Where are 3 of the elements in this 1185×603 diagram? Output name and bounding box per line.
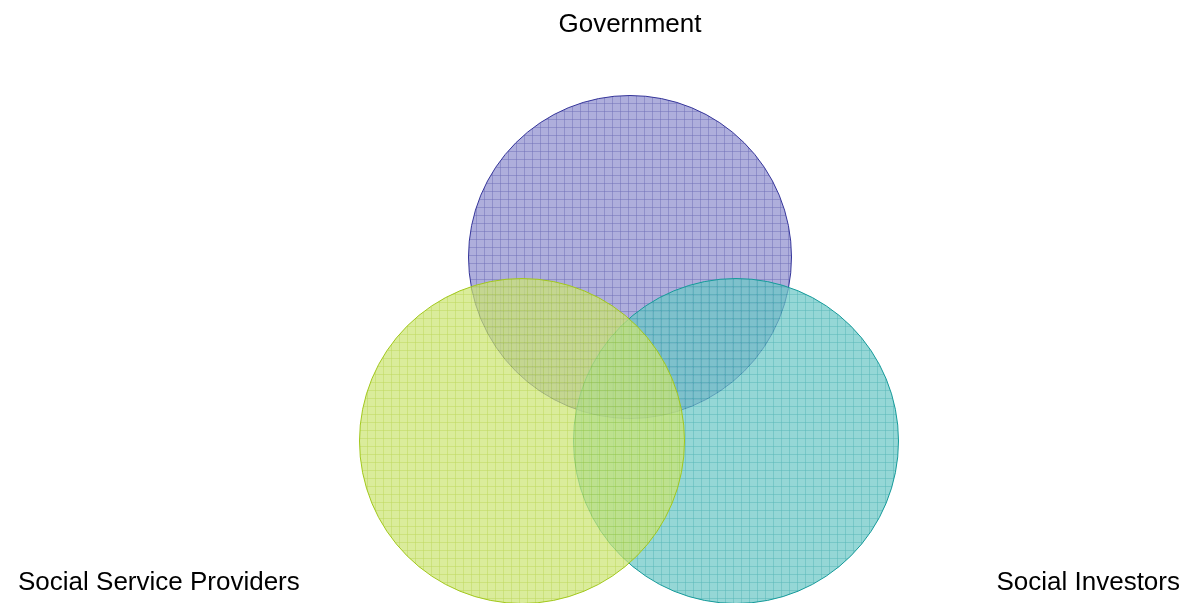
circle-label: Government bbox=[558, 8, 702, 38]
circle-label: Social Investors bbox=[996, 566, 1180, 596]
circle-label: Social Service Providers bbox=[18, 566, 300, 596]
